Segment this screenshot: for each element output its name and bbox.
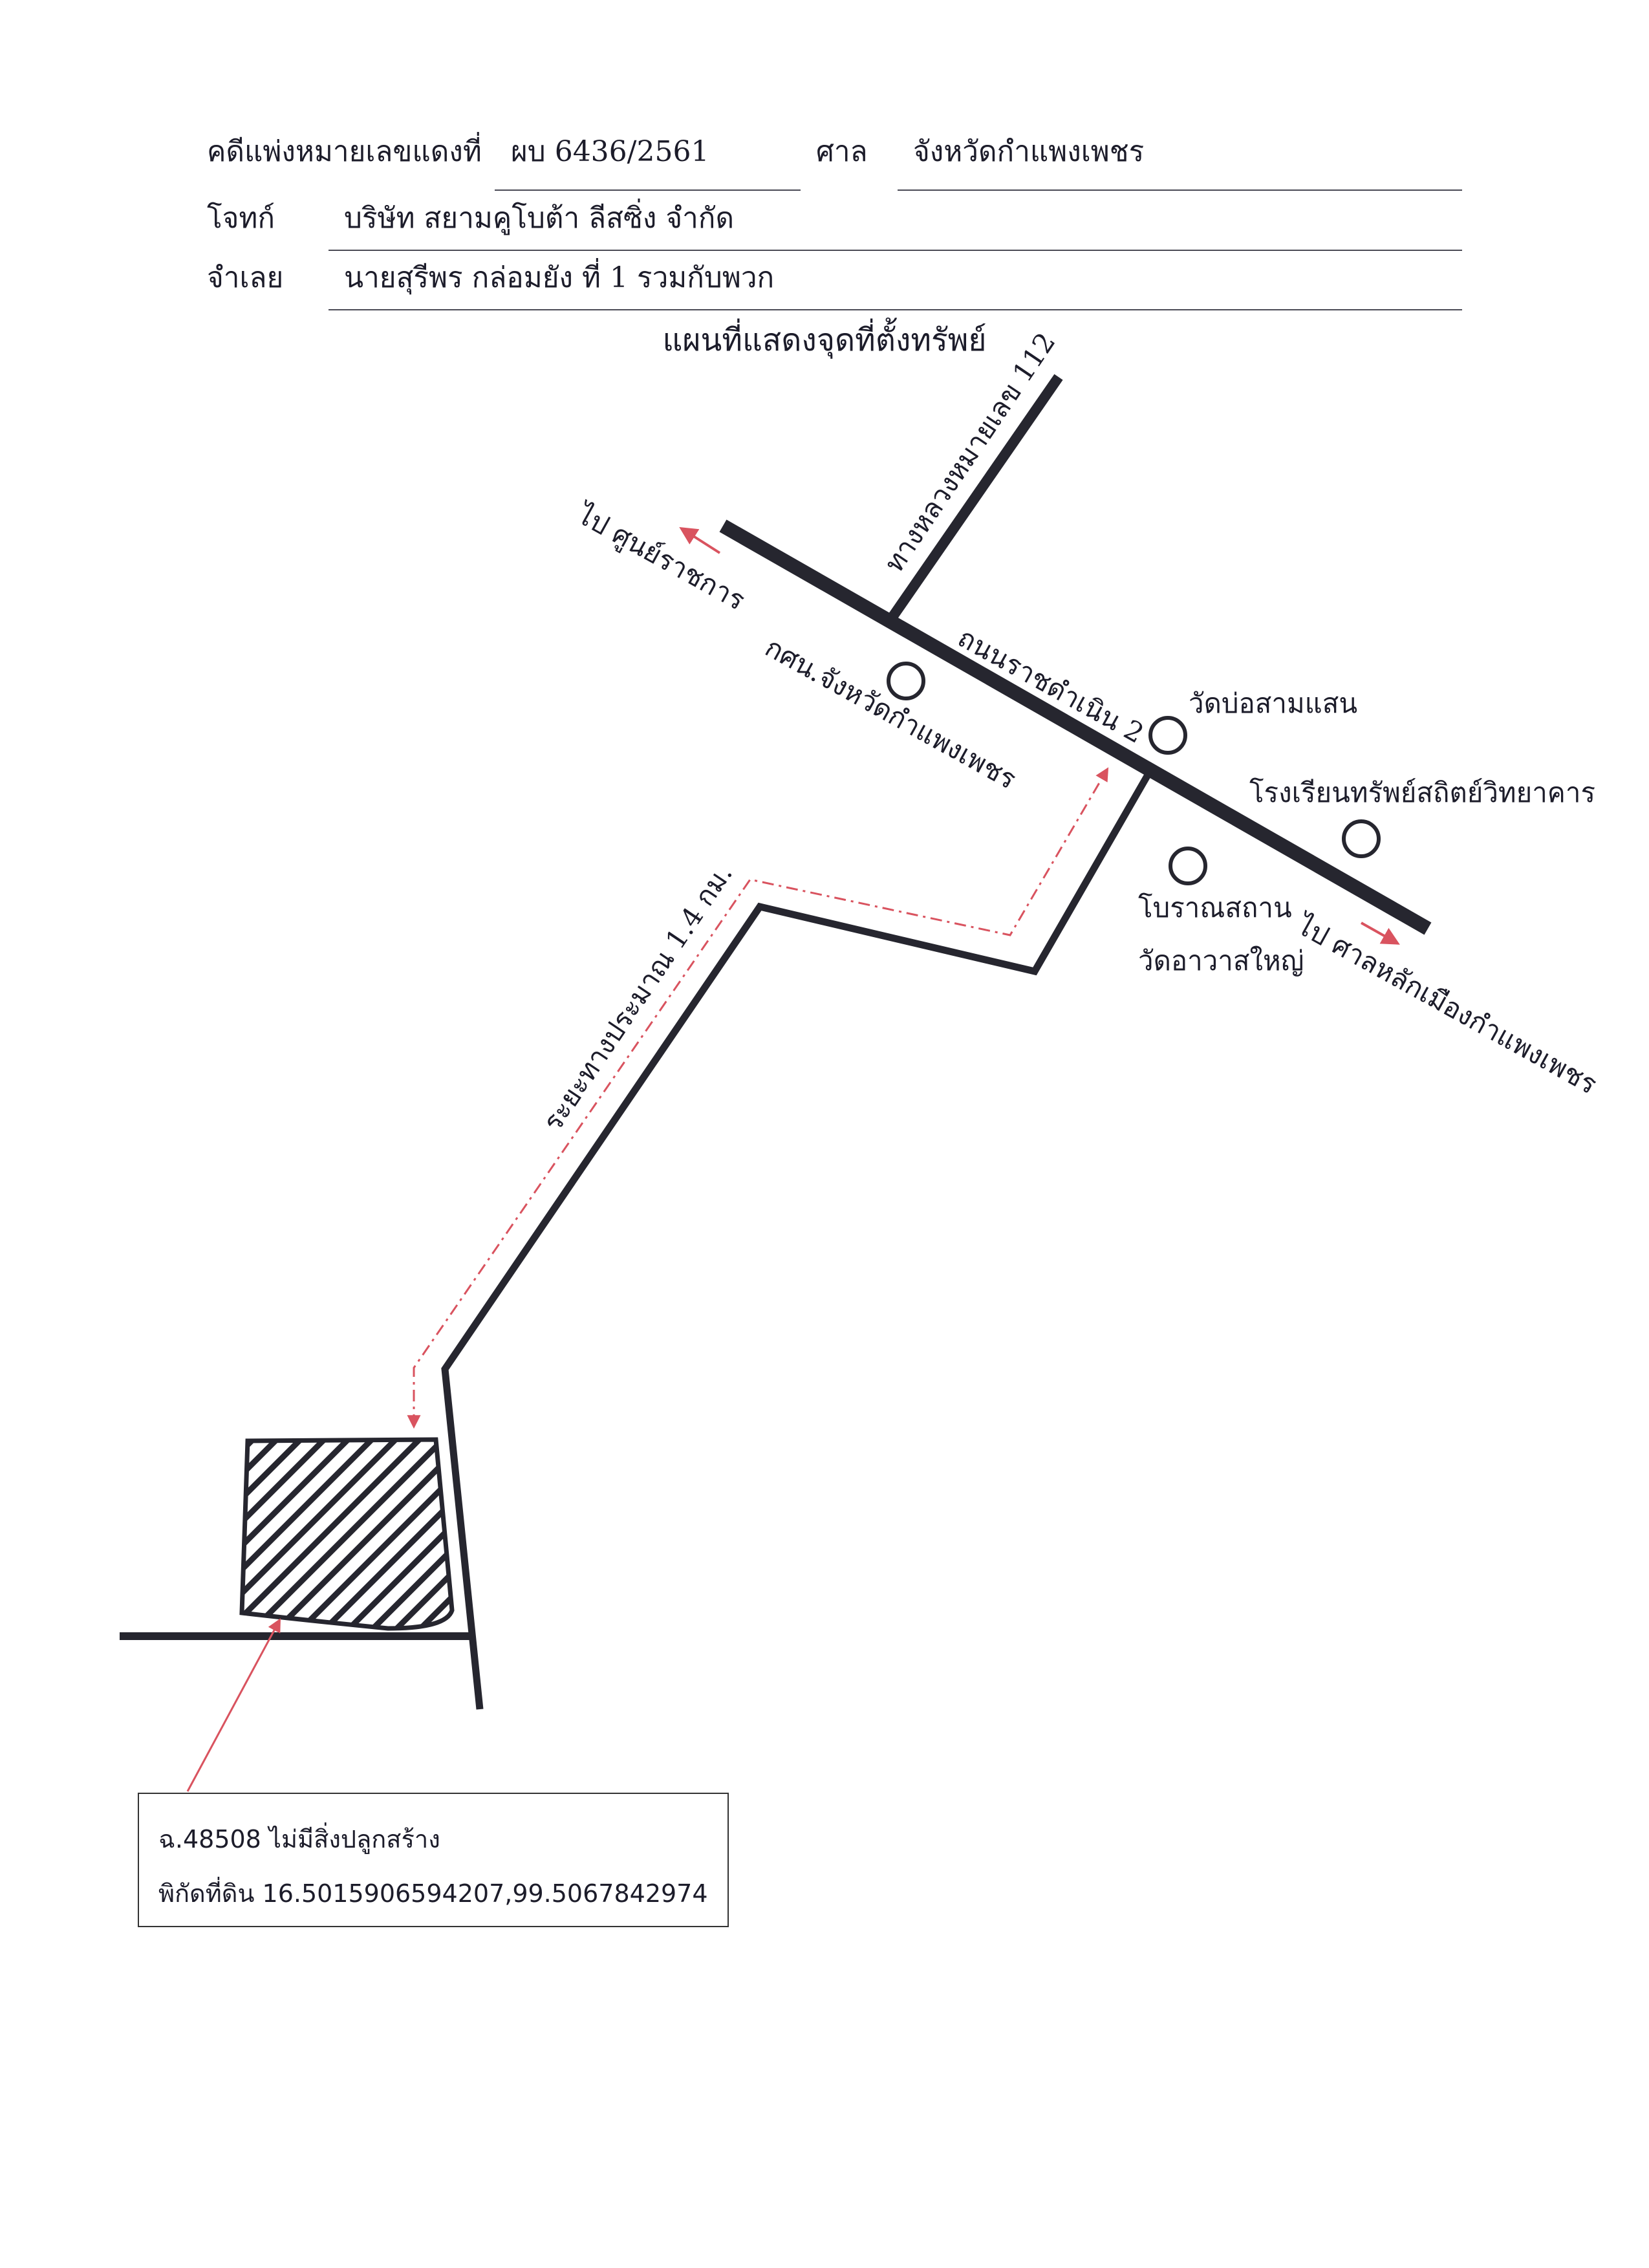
distance-label: ระยะทางประมาณ 1.4 กม. <box>537 858 738 1136</box>
ancient-site-label-line2: วัดอาวาสใหญ่ <box>1138 945 1304 977</box>
plaintiff-label: โจทก์ <box>207 202 275 235</box>
arrow-to-city-pillar <box>1361 922 1400 945</box>
case-number-value: ผบ 6436/2561 <box>511 135 709 168</box>
coordinates-text: พิกัดที่ดิน 16.5015906594207,99.50678429… <box>158 1879 708 1908</box>
to-city-pillar-label: ไป ศาลหลักเมืองกำแพงเพชร <box>1291 908 1602 1100</box>
deed-number-text: ฉ.48508 ไม่มีสิ่งปลูกสร้าง <box>158 1825 440 1853</box>
court-name: จังหวัดกำแพงเพชร <box>913 135 1145 168</box>
route-path <box>407 767 1109 1429</box>
access-road <box>441 770 1153 1710</box>
to-government-center-label: ไป ศูนย์ราชการ <box>570 497 750 616</box>
court-label: ศาล <box>816 135 868 168</box>
case-number-underline <box>495 189 801 191</box>
highway-112-label: ทางหลวงหมายเลข 112 <box>878 327 1062 578</box>
landmark-marker-nfe-office <box>887 662 925 700</box>
highway-112-road <box>885 374 1063 624</box>
landmark-marker-ancient-site <box>1169 847 1207 885</box>
ratchadamnoen-2-road <box>719 519 1432 935</box>
map-title: แผนที่แสดงจุดที่ตั้งทรัพย์ <box>662 322 987 358</box>
defendant-underline <box>329 309 1462 310</box>
school-label: โรงเรียนทรัพย์สถิตย์วิทยาคาร <box>1249 777 1595 808</box>
property-parcel <box>239 1437 455 1631</box>
landmark-marker-school <box>1342 819 1381 858</box>
court-underline <box>898 189 1462 191</box>
wat-bo-sam-saen-label: วัดบ่อสามแสน <box>1189 687 1357 719</box>
plaintiff-underline <box>329 250 1462 251</box>
legend-pointer-arrow <box>186 1618 281 1792</box>
plaintiff-name: บริษัท สยามคูโบต้า ลีสซิ่ง จำกัด <box>344 202 735 235</box>
case-number-label: คดีแพ่งหมายเลขแดงที่ <box>207 135 482 168</box>
arrow-to-government-center <box>679 526 721 554</box>
landmark-marker-wat-bo-sam-saen <box>1148 716 1187 755</box>
defendant-name: นายสุรีพร กล่อมยัง ที่ 1 รวมกับพวก <box>344 261 775 294</box>
parcel-info-box: ฉ.48508 ไม่มีสิ่งปลูกสร้าง พิกัดที่ดิน 1… <box>138 1793 729 1927</box>
ancient-site-label-line1: โบราณสถาน <box>1138 892 1292 923</box>
ratchadamnoen-2-label: ถนนราชดำเนิน 2 <box>953 621 1149 750</box>
defendant-label: จำเลย <box>207 261 284 294</box>
